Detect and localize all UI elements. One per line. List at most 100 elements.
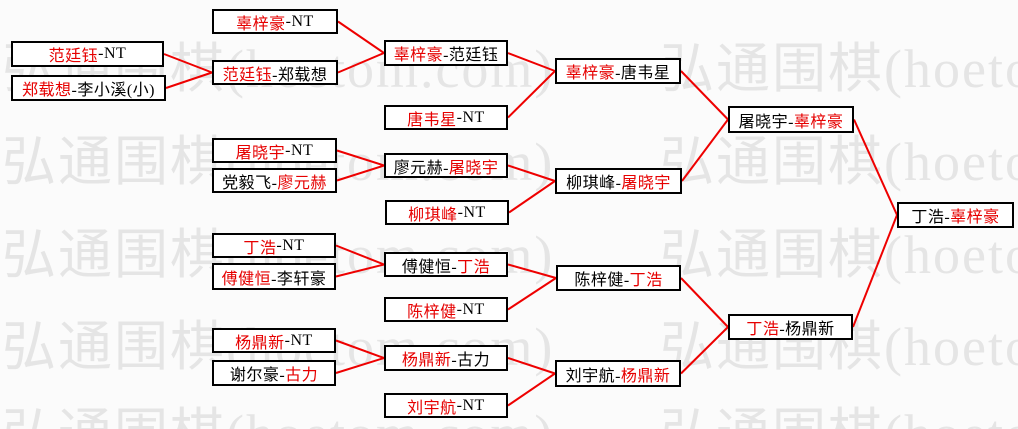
- match-box-n17: 杨鼎新-古力: [384, 345, 508, 371]
- winner-name: 唐韦星: [407, 111, 457, 129]
- player-name: -NT: [276, 236, 305, 254]
- bracket-edge: [852, 214, 898, 328]
- watermark-text: 弘通围棋(hoetom.com): [660, 225, 1018, 285]
- bracket-edge: [508, 180, 556, 214]
- winner-name: 丁浩: [629, 272, 663, 289]
- bracket-edge: [507, 372, 556, 407]
- player-name: 柳琪峰-: [566, 175, 622, 192]
- player-name: 党毅飞-: [222, 174, 278, 192]
- winner-name: 杨鼎新: [401, 352, 452, 369]
- match-box-n12: 唐韦星-NT: [384, 105, 508, 130]
- player-name: -范廷钰: [443, 47, 499, 64]
- bracket-edge: [507, 52, 556, 72]
- match-box-n6: 党毅飞-廖元赫: [212, 168, 337, 193]
- player-name: -NT: [285, 141, 314, 159]
- player-name: 丁浩-: [911, 209, 951, 226]
- match-box-n25: 丁浩-辜梓豪: [897, 202, 1014, 228]
- winner-name: 杨鼎新: [620, 367, 671, 385]
- player-name: -杨鼎新: [779, 321, 835, 338]
- bracket-edge: [507, 263, 557, 279]
- match-box-n5: 屠晓宇-NT: [212, 138, 337, 163]
- winner-name: 辜梓豪: [950, 209, 1000, 226]
- player-name: 傅健恒-: [401, 258, 458, 276]
- player-name: -NT: [457, 203, 486, 221]
- winner-name: 辜梓豪: [393, 47, 444, 64]
- player-name: -NT: [284, 331, 313, 349]
- winner-name: 柳琪峰: [408, 206, 458, 224]
- bracket-edge: [853, 119, 898, 216]
- player-name: 屠晓宇-: [738, 113, 794, 131]
- player-name: 刘宇航-: [565, 367, 621, 385]
- match-box-n13: 廖元赫-屠晓宇: [384, 153, 508, 178]
- bracket-edge: [680, 70, 729, 121]
- winner-name: 杨鼎新: [235, 334, 285, 352]
- winner-name: 辜梓豪: [793, 113, 844, 131]
- player-name: -唐韦星: [615, 65, 671, 82]
- winner-name: 丁浩: [457, 258, 491, 276]
- winner-name: 古力: [285, 367, 319, 384]
- bracket-edge: [507, 357, 556, 375]
- bracket-edge: [335, 339, 385, 359]
- winner-name: 傅健恒: [221, 270, 272, 288]
- bracket-edge: [680, 326, 729, 375]
- match-box-n20: 柳琪峰-屠晓宇: [555, 168, 682, 194]
- bracket-edge: [680, 277, 729, 328]
- match-box-n15: 傅健恒-丁浩: [384, 252, 508, 277]
- player-name: -古力: [451, 352, 491, 369]
- watermark-text: 弘通围棋(hoetom.com): [660, 39, 1018, 99]
- player-name: 谢尔豪-: [229, 367, 286, 384]
- winner-name: 屠晓宇: [235, 144, 286, 162]
- bracket-edge: [507, 277, 557, 311]
- bracket-edge: [335, 244, 385, 266]
- winner-name: 屠晓宇: [621, 175, 671, 192]
- match-box-n11: 辜梓豪-范廷钰: [384, 40, 508, 66]
- player-name: -NT: [456, 108, 485, 126]
- bracket-edge: [337, 52, 385, 74]
- match-box-n9: 杨鼎新-NT: [212, 328, 336, 353]
- player-name: -NT: [456, 300, 485, 318]
- winner-name: 刘宇航: [407, 399, 457, 417]
- player-name: -NT: [98, 45, 127, 62]
- winner-name: 范廷钰: [48, 48, 99, 65]
- player-name: -李小溪(小): [71, 82, 155, 99]
- bracket-edge: [165, 71, 213, 89]
- match-box-n4: 范廷钰-郑载想: [212, 60, 338, 85]
- winner-name: 丁浩: [746, 321, 780, 338]
- match-box-n22: 刘宇航-杨鼎新: [555, 360, 681, 387]
- player-name: -NT: [285, 12, 314, 30]
- winner-name: 郑载想: [21, 82, 72, 99]
- bracket-edge: [335, 357, 385, 374]
- winner-name: 丁浩: [243, 239, 277, 257]
- bracket-edge: [336, 149, 385, 167]
- match-box-n3: 辜梓豪-NT: [212, 9, 338, 34]
- bracket-edge: [507, 70, 556, 119]
- match-box-n24: 丁浩-杨鼎新: [728, 314, 853, 340]
- winner-name: 屠晓宇: [448, 159, 499, 177]
- bracket-edge: [336, 164, 385, 182]
- match-box-n8: 傅健恒-李轩豪: [212, 263, 336, 290]
- watermark-text: 弘通围棋(hoetom.com): [660, 132, 1018, 192]
- player-name: -郑载想: [272, 66, 328, 84]
- bracket-edge: [681, 118, 729, 182]
- match-box-n14: 柳琪峰-NT: [385, 200, 509, 225]
- player-name: -李轩豪: [271, 270, 327, 288]
- winner-name: 陈梓健: [407, 303, 457, 321]
- match-box-n23: 屠晓宇-辜梓豪: [728, 106, 854, 133]
- match-box-n7: 丁浩-NT: [212, 233, 336, 258]
- match-box-n19: 辜梓豪-唐韦星: [555, 58, 681, 84]
- player-name: -NT: [456, 396, 485, 414]
- match-box-n2: 郑载想-李小溪(小): [11, 75, 166, 101]
- player-name: 陈梓健-: [574, 272, 630, 289]
- winner-name: 廖元赫: [277, 174, 327, 192]
- bracket-edge: [507, 164, 556, 182]
- match-box-n16: 陈梓健-NT: [384, 297, 508, 322]
- watermark-text: 弘通围棋(hoetom.com): [660, 407, 1018, 429]
- winner-name: 范廷钰: [222, 66, 273, 84]
- winner-name: 辜梓豪: [236, 15, 286, 33]
- winner-name: 辜梓豪: [565, 65, 616, 82]
- bracket-edge: [337, 20, 385, 54]
- bracket-edge: [335, 263, 385, 278]
- match-box-n18: 刘宇航-NT: [384, 393, 508, 418]
